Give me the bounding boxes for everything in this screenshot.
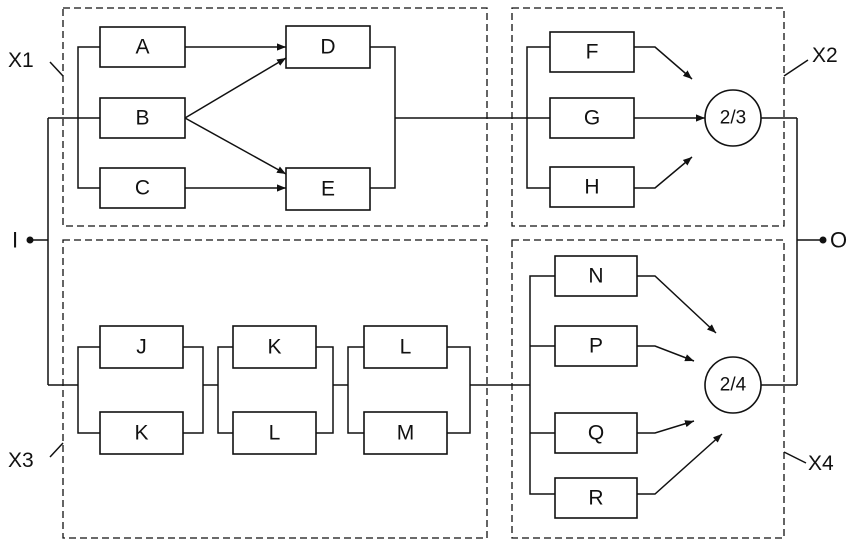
block-b: B: [99, 97, 186, 139]
block-a: A: [99, 26, 186, 68]
leader-x2: [783, 59, 809, 77]
block-k-lower-label: K: [134, 422, 148, 445]
input-terminal-label: I: [12, 228, 18, 253]
block-m-label: M: [397, 422, 415, 445]
region-x4: [511, 239, 785, 539]
block-e: E: [285, 167, 371, 211]
block-n: N: [554, 255, 638, 297]
block-g-label: G: [584, 107, 600, 130]
block-k-upper: K: [232, 325, 317, 369]
block-a-label: A: [135, 36, 149, 59]
region-x1: [62, 7, 488, 227]
block-q: Q: [554, 412, 638, 454]
block-r-label: R: [588, 487, 603, 510]
region-label-x4: X4: [808, 452, 834, 475]
block-h: H: [549, 166, 635, 208]
voter-2of3-label: 2/3: [720, 108, 746, 129]
block-d: D: [285, 25, 371, 69]
block-n-label: N: [588, 265, 603, 288]
block-b-label: B: [135, 107, 149, 130]
block-e-label: E: [321, 178, 335, 201]
block-l-lower-label: L: [269, 422, 281, 445]
block-g: G: [549, 97, 635, 139]
block-m: M: [363, 411, 448, 455]
block-l-lower: L: [232, 411, 317, 455]
region-x2: [511, 7, 785, 227]
block-j-label: J: [136, 336, 147, 359]
block-l-upper: L: [363, 325, 448, 369]
block-p-label: P: [589, 335, 603, 358]
wiring: [30, 43, 823, 495]
block-l-upper-label: L: [400, 336, 412, 359]
region-label-x3: X3: [8, 449, 34, 472]
block-h-label: H: [584, 176, 599, 199]
output-terminal-label: O: [830, 228, 847, 253]
voter-2of4: 2/4: [704, 356, 762, 414]
block-r: R: [554, 477, 638, 519]
block-d-label: D: [320, 36, 335, 59]
region-label-x2: X2: [812, 44, 838, 67]
region-x3: [62, 239, 488, 539]
voter-2of3: 2/3: [704, 89, 762, 147]
block-c-label: C: [135, 177, 150, 200]
block-p: P: [554, 325, 638, 367]
block-j: J: [99, 325, 184, 369]
leader-x3: [49, 442, 64, 458]
block-k-lower: K: [99, 411, 184, 455]
block-c: C: [99, 167, 186, 209]
block-f-label: F: [586, 41, 599, 64]
block-k-upper-label: K: [267, 336, 281, 359]
block-f: F: [549, 31, 635, 73]
leader-x4: [783, 451, 807, 464]
voter-2of4-label: 2/4: [720, 375, 747, 396]
leader-x1: [49, 61, 64, 77]
block-q-label: Q: [588, 422, 604, 445]
region-label-x1: X1: [8, 49, 34, 72]
